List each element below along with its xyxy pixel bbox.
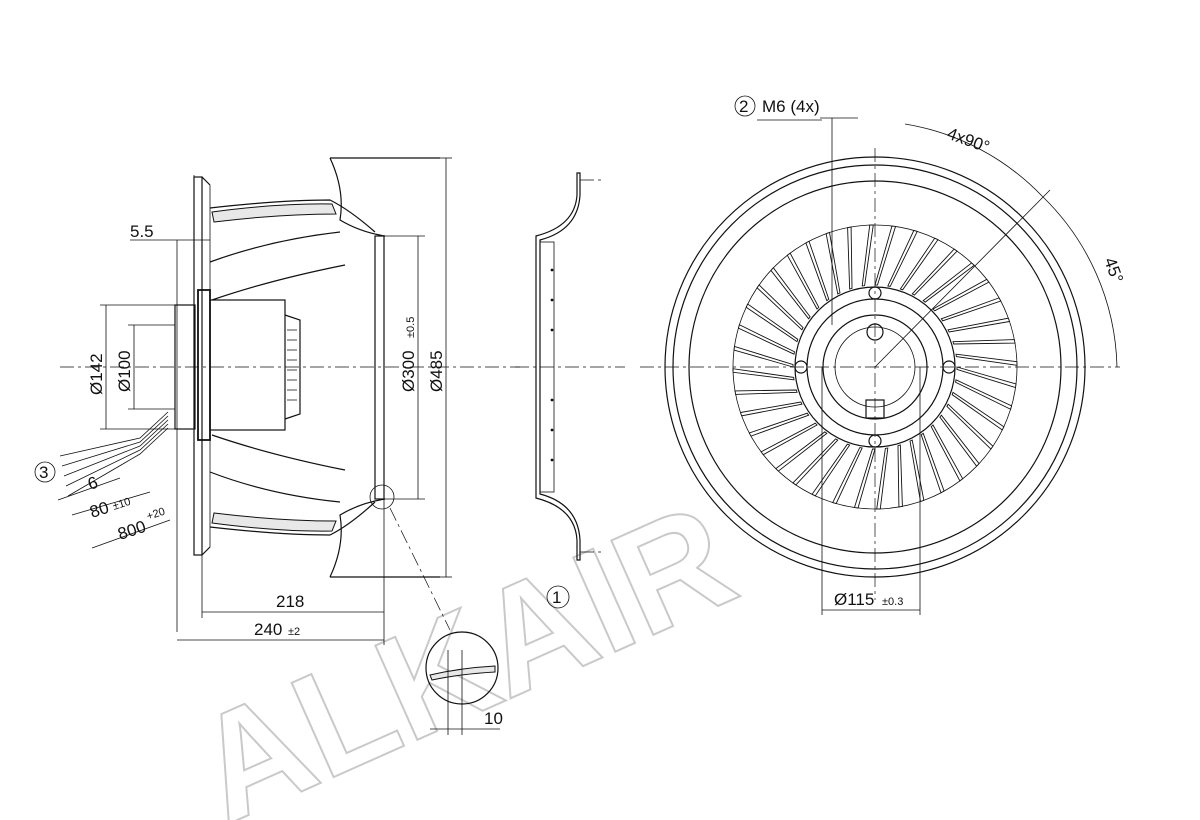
impeller-blade bbox=[897, 444, 903, 508]
impeller-blade bbox=[955, 353, 1018, 366]
dim-800: 800 bbox=[115, 517, 148, 544]
impeller-blade bbox=[775, 431, 828, 472]
impeller-blades bbox=[732, 224, 1018, 510]
callout-2-circle bbox=[734, 95, 756, 117]
impeller-blade bbox=[745, 303, 799, 343]
dim-diameter-115-tolerance: ±0.3 bbox=[882, 596, 903, 608]
impeller-blade bbox=[930, 424, 964, 482]
cable bbox=[59, 411, 169, 497]
dim-diameter-142: Ø142 bbox=[87, 353, 106, 395]
dim-240-tolerance: ±2 bbox=[288, 626, 300, 638]
ring-holes bbox=[550, 268, 554, 462]
dim-5-5: 5.5 bbox=[130, 222, 154, 241]
impeller-blade bbox=[874, 225, 897, 286]
impeller-blade bbox=[940, 297, 1002, 322]
impeller-blade bbox=[887, 229, 918, 287]
dim-diameter-300-tolerance: ±0.5 bbox=[405, 317, 417, 338]
impeller-blade bbox=[748, 412, 810, 437]
callout-3: 3 bbox=[39, 463, 48, 482]
dim-218: 218 bbox=[276, 592, 304, 611]
impeller-blade bbox=[909, 439, 925, 503]
impeller-blade bbox=[811, 443, 851, 497]
impeller-blade bbox=[805, 240, 830, 302]
impeller-blade bbox=[825, 231, 841, 295]
dim-6: 6 bbox=[85, 473, 100, 494]
dim-240: 240 bbox=[254, 620, 282, 639]
callout-1-circle bbox=[546, 585, 570, 609]
impeller-blade bbox=[760, 422, 818, 456]
impeller-blade bbox=[737, 324, 795, 355]
impeller-blade bbox=[911, 248, 958, 296]
inlet-ring-section: 1 bbox=[515, 172, 625, 609]
impeller-blade bbox=[756, 284, 804, 331]
dim-diameter-300: Ø300 bbox=[399, 350, 418, 392]
impeller-blade bbox=[876, 447, 889, 510]
dim-80: 80 bbox=[87, 498, 111, 522]
impeller-blade bbox=[733, 345, 794, 368]
impeller-blade bbox=[732, 368, 795, 381]
impeller-blade bbox=[853, 448, 876, 509]
impeller-blade bbox=[951, 391, 1005, 431]
callout-1: 1 bbox=[552, 588, 561, 607]
dim-m6-4x: M6 (4x) bbox=[762, 97, 820, 116]
impeller-blade bbox=[952, 339, 1016, 345]
dim-4x90: 4x90° bbox=[945, 124, 993, 157]
dim-diameter-115: Ø115 bbox=[834, 590, 874, 609]
impeller-blade bbox=[786, 252, 820, 310]
dim-diameter-485: Ø485 bbox=[427, 350, 446, 392]
callout-3-circle bbox=[34, 461, 56, 483]
impeller-blade bbox=[792, 438, 839, 486]
impeller-blade bbox=[739, 401, 803, 417]
dim-800-tolerance: +20 bbox=[145, 506, 166, 523]
impeller-blade bbox=[932, 278, 990, 312]
callout-2: 2 bbox=[739, 97, 748, 116]
impeller-blade bbox=[956, 366, 1017, 389]
motor-fins bbox=[287, 329, 297, 401]
impeller-blade bbox=[770, 267, 811, 320]
impeller-blade bbox=[946, 403, 994, 450]
impeller-blade bbox=[922, 262, 975, 303]
impeller-blade bbox=[899, 237, 939, 291]
impeller-blade bbox=[832, 447, 863, 505]
impeller-blade bbox=[861, 224, 874, 287]
impeller-blade bbox=[734, 389, 798, 395]
impeller-blade bbox=[955, 379, 1013, 410]
dim-45: 45° bbox=[1100, 255, 1127, 286]
impeller-blade bbox=[847, 226, 853, 290]
side-view: 5.5 Ø142 Ø100 Ø300 ±0.5 Ø485 6 80 ±10 80… bbox=[34, 157, 520, 735]
dim-80-tolerance: ±10 bbox=[111, 496, 132, 513]
dim-diameter-100: Ø100 bbox=[115, 350, 134, 392]
impeller-blade bbox=[920, 432, 945, 494]
impeller-blade bbox=[947, 317, 1011, 333]
impeller-blade bbox=[939, 414, 980, 467]
dim-10: 10 bbox=[484, 709, 503, 728]
